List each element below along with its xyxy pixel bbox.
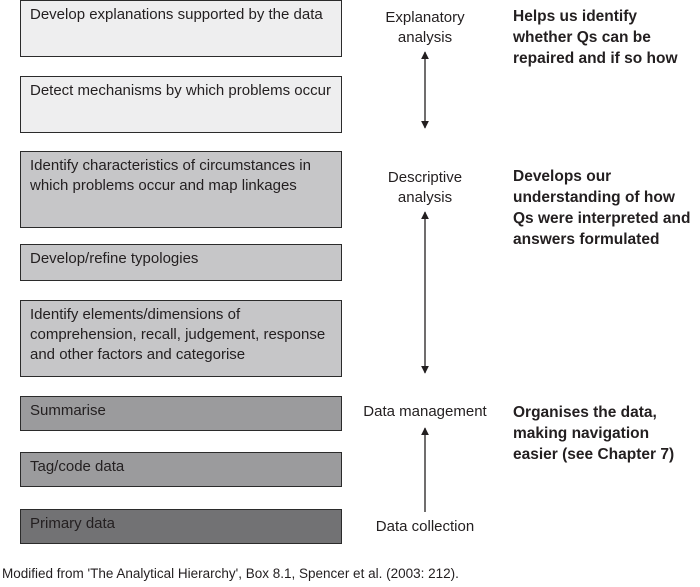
level-text: Summarise — [30, 402, 106, 419]
level-text: Identify characteristics of circumstance… — [30, 157, 311, 194]
level-text: Detect mechanisms by which problems occu… — [30, 82, 331, 99]
stage-label-descriptive: Descriptive analysis — [387, 169, 463, 206]
level-box-mechanisms: Detect mechanisms by which problems occu… — [20, 76, 342, 133]
level-box-explanations: Develop explanations supported by the da… — [20, 0, 342, 57]
level-text: Identify elements/dimensions of comprehe… — [30, 306, 326, 363]
level-box-typologies: Develop/refine typologies — [20, 244, 342, 281]
stage-label-explanatory: Explanatory analysis — [385, 9, 465, 46]
level-text: Develop/refine typologies — [30, 250, 199, 267]
note-data-management: Organises the data, making navigation ea… — [513, 404, 675, 463]
level-box-characteristics: Identify characteristics of circumstance… — [20, 151, 342, 228]
note-descriptive: Develops our understanding of how Qs wer… — [513, 168, 691, 248]
level-text: Develop explanations supported by the da… — [30, 6, 323, 23]
stage-label-data-management: Data management — [363, 403, 487, 420]
note-explanatory: Helps us identify whether Qs can be repa… — [513, 8, 678, 67]
figure-caption: Modified from 'The Analytical Hierarchy'… — [2, 566, 459, 581]
level-box-tag-code: Tag/code data — [20, 452, 342, 487]
level-text: Tag/code data — [30, 458, 125, 475]
level-box-primary-data: Primary data — [20, 509, 342, 544]
level-text: Primary data — [30, 515, 116, 532]
stage-label-data-collection: Data collection — [375, 518, 475, 535]
level-box-summarise: Summarise — [20, 396, 342, 431]
level-box-elements: Identify elements/dimensions of comprehe… — [20, 300, 342, 377]
